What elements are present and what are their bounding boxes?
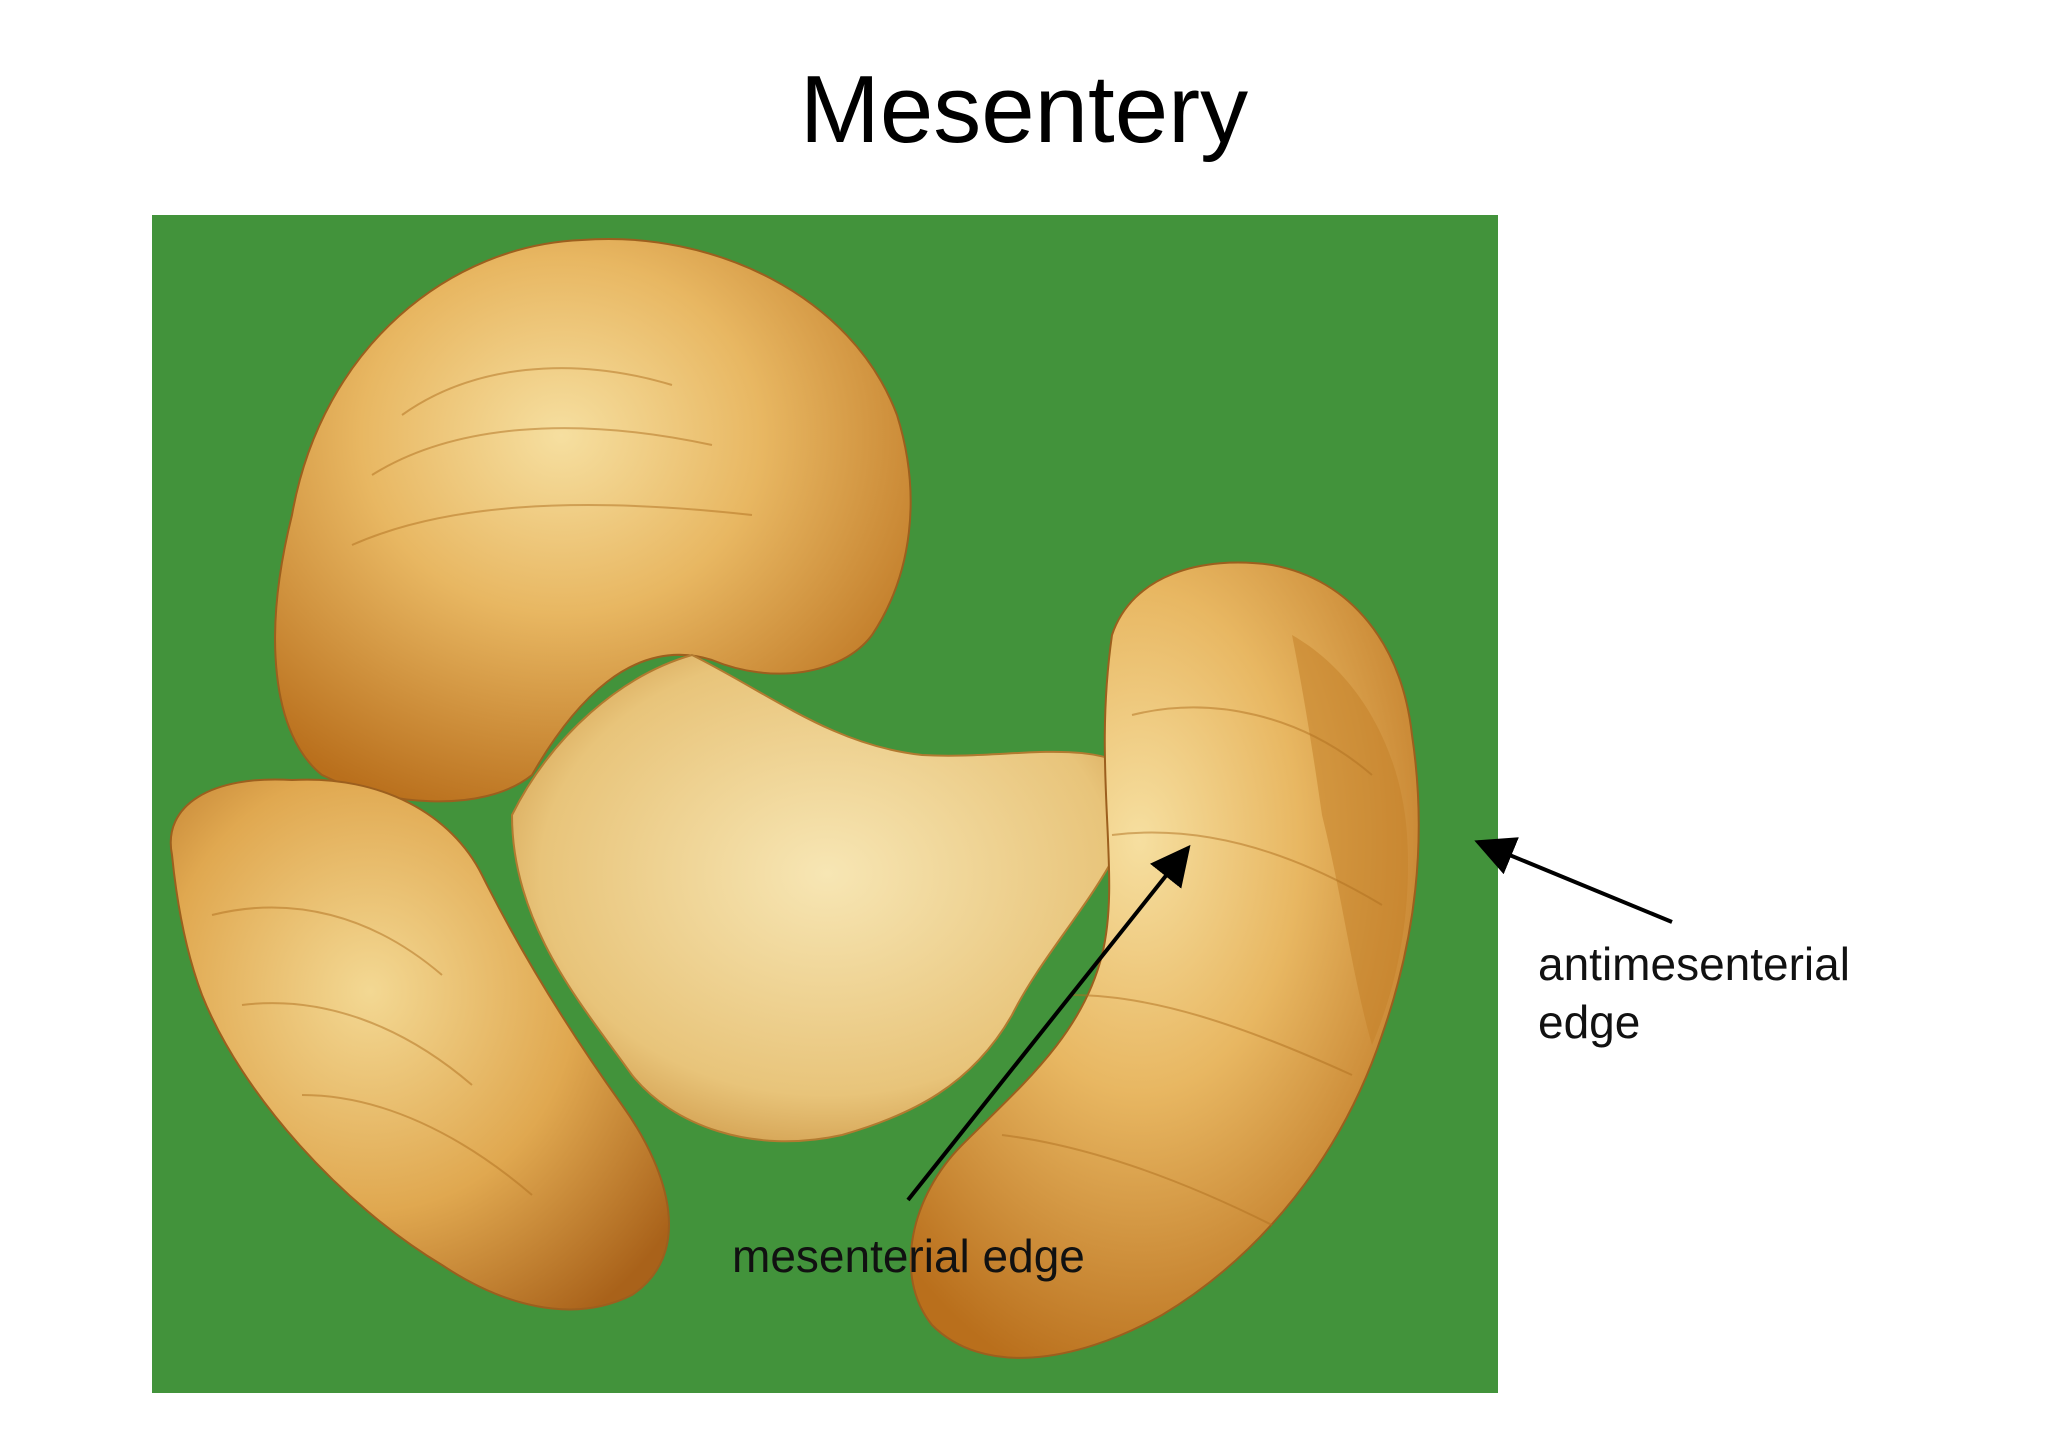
left-intestine-loop bbox=[169, 778, 670, 1311]
antimesenterial-label-line1: antimesenterial bbox=[1538, 938, 1850, 990]
mesenterial-edge-label: mesenterial edge bbox=[732, 1230, 1085, 1282]
slide-title: Mesentery bbox=[799, 56, 1249, 163]
antimesenterial-edge-arrow bbox=[1474, 837, 1673, 924]
antimesenterial-edge-label: antimesenterial edge bbox=[1538, 936, 1850, 1051]
specimen-photo bbox=[152, 215, 1498, 1393]
antimesenterial-band bbox=[1292, 635, 1408, 1045]
antimesenterial-label-line2: edge bbox=[1538, 995, 1641, 1048]
